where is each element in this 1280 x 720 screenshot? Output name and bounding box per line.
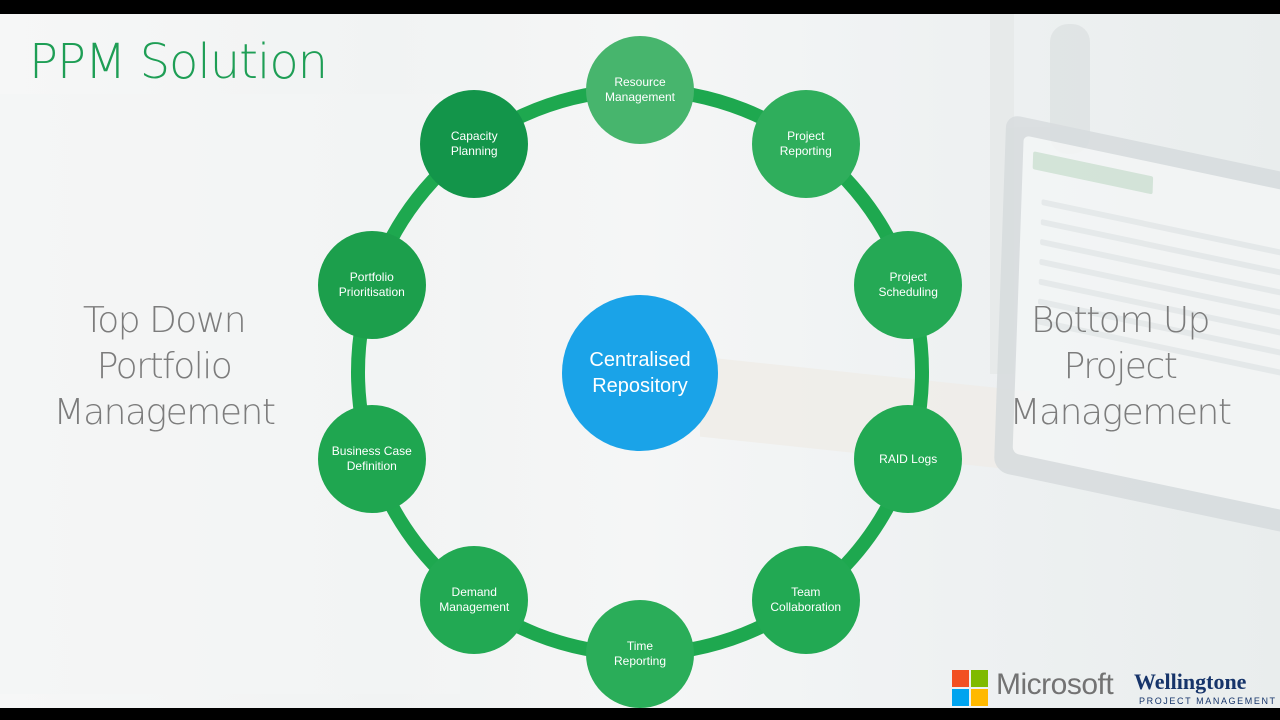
cycle-node-label-line: Project (889, 269, 927, 284)
cycle-node-label-line: Team (791, 585, 821, 600)
cycle-node-label-line: Scheduling (878, 284, 938, 299)
cycle-node-label-line: Demand (451, 585, 497, 600)
cycle-node-label-line: Management (604, 90, 676, 104)
cycle-node-label-line: Project (787, 128, 825, 143)
logo-square (971, 689, 988, 706)
left-heading-line: Management (53, 392, 276, 433)
cycle-node-label-line: Collaboration (770, 600, 842, 615)
logo-square (952, 670, 969, 687)
wellingtone-tagline: PROJECT MANAGEMENT (1139, 696, 1277, 706)
cycle-node-label-line: Planning (450, 143, 498, 158)
logo-square (971, 670, 988, 687)
cycle-node-label-line: Reporting (779, 143, 832, 158)
presentation-slide: PPM Solution Top Down Portfolio Manageme… (0, 14, 1280, 708)
cycle-node-label-line: Business Case (331, 444, 412, 459)
center-repository: Centralised Repository (562, 295, 718, 451)
logo-square (952, 689, 969, 706)
center-line: Centralised (589, 349, 691, 371)
right-heading-line: Bottom Up (1030, 300, 1211, 341)
left-heading: Top Down Portfolio Management (24, 298, 304, 436)
cycle-node-label-line: Reporting (613, 654, 667, 668)
background-door (0, 94, 460, 694)
cycle-node-label-line: Time (626, 639, 654, 653)
cycle-node-label-line: Portfolio (349, 269, 394, 284)
right-heading: Bottom Up Project Management (985, 298, 1255, 436)
cycle-node-label: RAID Logs (879, 452, 937, 467)
letterbox-bottom (0, 708, 1280, 720)
letterbox-top (0, 0, 1280, 14)
cycle-node-label-line: Resource (614, 75, 666, 89)
cycle-node-label-line: RAID Logs (879, 451, 938, 466)
microsoft-logo-icon (952, 670, 988, 706)
cycle-node-label-line: Management (439, 600, 510, 615)
cycle-node-label-line: Prioritisation (338, 284, 405, 299)
wellingtone-wordmark: Wellingtone (1134, 669, 1247, 694)
right-heading-line: Project (1063, 346, 1178, 387)
center-line: Repository (592, 375, 688, 397)
cycle-node-label-line: Definition (346, 459, 397, 474)
cycle-node: RAID Logs (854, 405, 963, 514)
left-heading-line: Portfolio (96, 346, 233, 387)
microsoft-wordmark: Microsoft (996, 668, 1114, 701)
right-heading-line: Management (1009, 392, 1232, 433)
slide-title: PPM Solution (29, 34, 328, 90)
left-heading-line: Top Down (82, 300, 247, 341)
cycle-node-label-line: Capacity (450, 128, 498, 143)
